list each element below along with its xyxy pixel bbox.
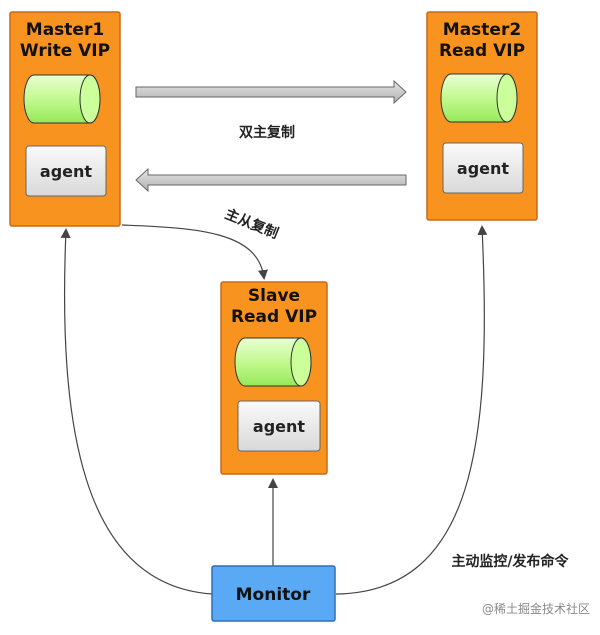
master1-node: Master1 Write VIP agent — [9, 11, 121, 227]
master2-agent-label: agent — [457, 159, 509, 178]
master1-title: Master1 — [26, 20, 104, 40]
master-slave-connector — [121, 224, 268, 280]
monitor-command-label: 主动监控/发布命令 — [451, 553, 569, 570]
master2-subtitle: Read VIP — [439, 41, 525, 61]
slave-node: Slave Read VIP agent — [220, 281, 328, 475]
slave-agent: agent — [237, 400, 321, 452]
slave-title: Slave — [248, 286, 300, 306]
master2-database-icon — [440, 73, 518, 123]
master2-title: Master2 — [443, 20, 521, 40]
replication-arrow-left — [135, 167, 407, 193]
dual-master-replication-label: 双主复制 — [239, 124, 295, 141]
slave-subtitle: Read VIP — [231, 307, 317, 327]
slave-database-icon — [234, 337, 312, 387]
monitor-to-master2-connector — [335, 225, 488, 595]
watermark: @稀土掘金技术社区 — [482, 601, 590, 616]
master1-database-icon — [23, 74, 101, 124]
monitor-to-master1-connector — [60, 228, 213, 595]
monitor-node: Monitor — [211, 565, 336, 622]
master2-node: Master2 Read VIP agent — [426, 11, 538, 221]
monitor-label: Monitor — [236, 585, 311, 605]
slave-agent-label: agent — [253, 417, 305, 436]
master-slave-replication-label: 主从复制 — [223, 205, 281, 242]
master2-agent: agent — [442, 142, 524, 194]
master1-agent-label: agent — [40, 162, 92, 181]
replication-arrow-right — [135, 79, 407, 105]
master1-subtitle: Write VIP — [20, 41, 110, 61]
master1-agent: agent — [25, 145, 107, 197]
